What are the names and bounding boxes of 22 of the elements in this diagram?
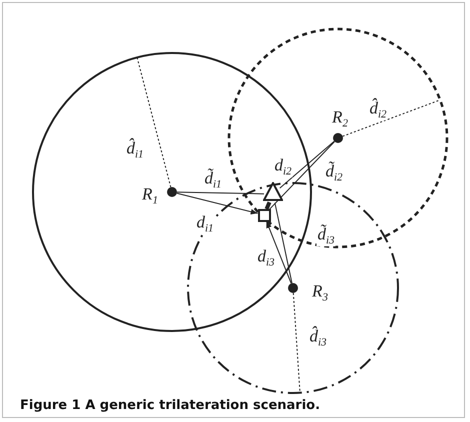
receiver-dot (288, 283, 298, 293)
radius-line (342, 100, 440, 137)
radius-line (136, 56, 172, 188)
distance-line (264, 201, 272, 210)
edge-label: d̂$_{i3}$ (308, 327, 328, 349)
square-marker (258, 208, 270, 222)
distance-line (274, 202, 292, 284)
distance-line (266, 220, 292, 284)
edge-label: d̃$_{i3}$ (316, 225, 336, 247)
edge-label: d̂$_{i2}$ (368, 99, 388, 121)
edge-label: d$_{i2}$ (273, 156, 293, 178)
edge-label: d$_{i3}$ (256, 247, 276, 269)
distance-line (268, 141, 336, 211)
receiver-dot (333, 133, 343, 143)
distance-line (176, 192, 258, 214)
radius-line (292, 292, 300, 394)
distance-line (279, 140, 335, 189)
triangle-marker (263, 182, 283, 202)
node-label: R$_{3}$ (311, 282, 329, 304)
distance-line (176, 192, 264, 194)
receiver-dot (167, 187, 177, 197)
caption: Figure 1 A generic trilateration scenario. (20, 398, 320, 413)
